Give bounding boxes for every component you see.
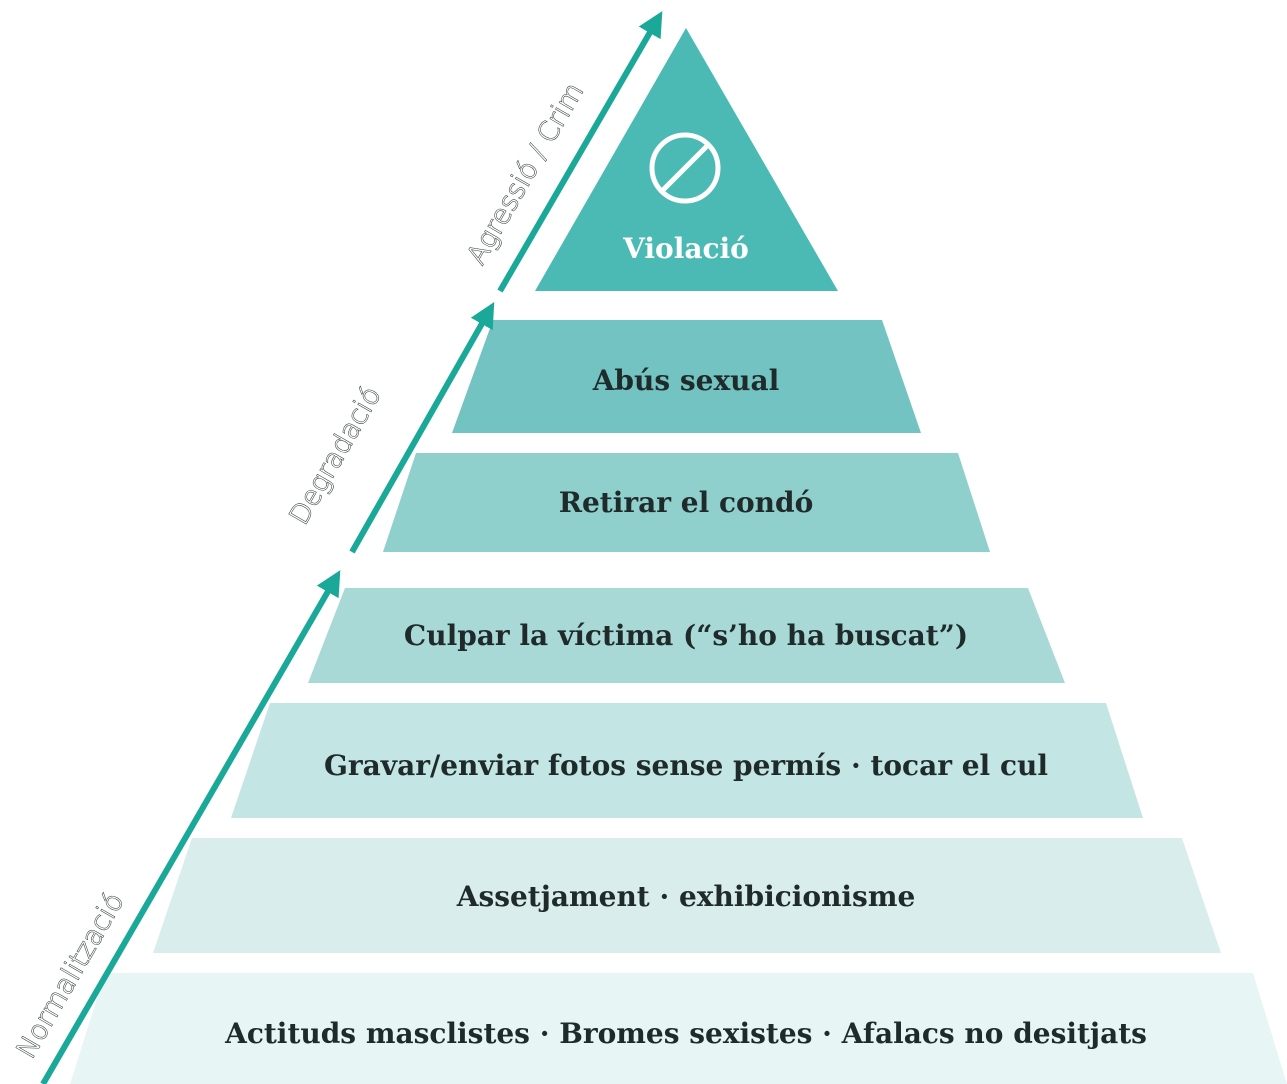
arrow-agressio-crim: [497, 11, 663, 293]
tier-label-culpar-victima: Culpar la víctima (“s’ho ha buscat”): [404, 619, 968, 652]
tier-label-actituds-masclistes: Actituds masclistes · Bromes sexistes · …: [224, 1017, 1147, 1050]
tier-2-shape: [452, 320, 921, 433]
pyramid: Violació Abús sexual Retirar el condó Cu…: [70, 28, 1287, 1084]
arrow-normalitzacio: [40, 570, 341, 1084]
escalation-arrows: [40, 11, 663, 1084]
tier-5-shape: [231, 703, 1143, 818]
prohibited-icon: [649, 132, 721, 204]
tier-label-retirar-condo: Retirar el condó: [559, 486, 814, 519]
tier-1-shape: [535, 28, 838, 291]
tier-4-shape: [308, 588, 1065, 683]
tier-label-assetjament: Assetjament · exhibicionisme: [456, 880, 916, 913]
tier-label-abus-sexual: Abús sexual: [592, 364, 780, 397]
tier-7-shape: [70, 973, 1287, 1084]
tier-3-shape: [383, 453, 990, 552]
tier-label-gravar-fotos: Gravar/enviar fotos sense permís · tocar…: [324, 749, 1048, 782]
tier-6-shape: [153, 838, 1221, 953]
tier-label-violacio: Violació: [622, 232, 749, 265]
arrow-degradacio: [349, 302, 495, 554]
stage-label-degradacio: Degradació: [284, 381, 388, 530]
